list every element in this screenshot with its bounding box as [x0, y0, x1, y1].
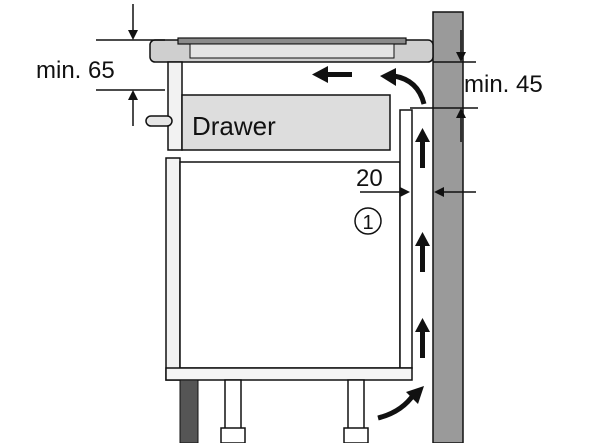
leg-right	[347, 379, 365, 433]
drawer-label: Drawer	[192, 111, 276, 141]
dimension-label-gap: 20	[356, 165, 383, 192]
cabinet-body	[165, 157, 181, 381]
hob-body	[189, 43, 395, 59]
arrowhead-down	[128, 30, 138, 40]
leg-right-foot	[343, 427, 369, 443]
arrowhead-up	[128, 90, 138, 100]
plinth	[179, 379, 199, 443]
dimension-min-45	[410, 30, 478, 142]
arrowhead-left	[434, 187, 444, 197]
arrowhead-right	[400, 187, 410, 197]
airflow-curve-top-arrow	[393, 73, 427, 105]
airflow-left-arrow	[326, 72, 352, 77]
cabinet-rear-panel	[399, 109, 413, 369]
airflow-left-arrowhead	[312, 66, 328, 83]
callout-number: 1	[362, 212, 373, 234]
oven-body	[179, 161, 401, 369]
arrowhead-down	[456, 52, 466, 62]
airflow-arrows-up	[415, 128, 430, 358]
cabinet-front-panel	[167, 61, 183, 151]
dimension-min-65	[96, 4, 165, 126]
hob-glass	[177, 37, 407, 45]
leg-left-foot	[220, 427, 246, 443]
cabinet-base-shelf	[165, 367, 413, 381]
dimension-label-min-65: min. 65	[36, 57, 115, 84]
arrowhead-up	[456, 108, 466, 118]
callout-circle	[354, 207, 382, 235]
cabinet-legs	[220, 379, 369, 443]
airflow-curve-bottom-arrowhead	[406, 386, 424, 404]
drawer-handle	[145, 115, 173, 127]
dimension-label-min-45: min. 45	[464, 71, 543, 98]
airflow-curve-bottom-arrow	[377, 392, 417, 421]
drawer	[181, 94, 391, 151]
wall	[432, 11, 464, 443]
leg-left	[224, 379, 242, 433]
airflow-curve-top-arrowhead	[380, 68, 396, 86]
